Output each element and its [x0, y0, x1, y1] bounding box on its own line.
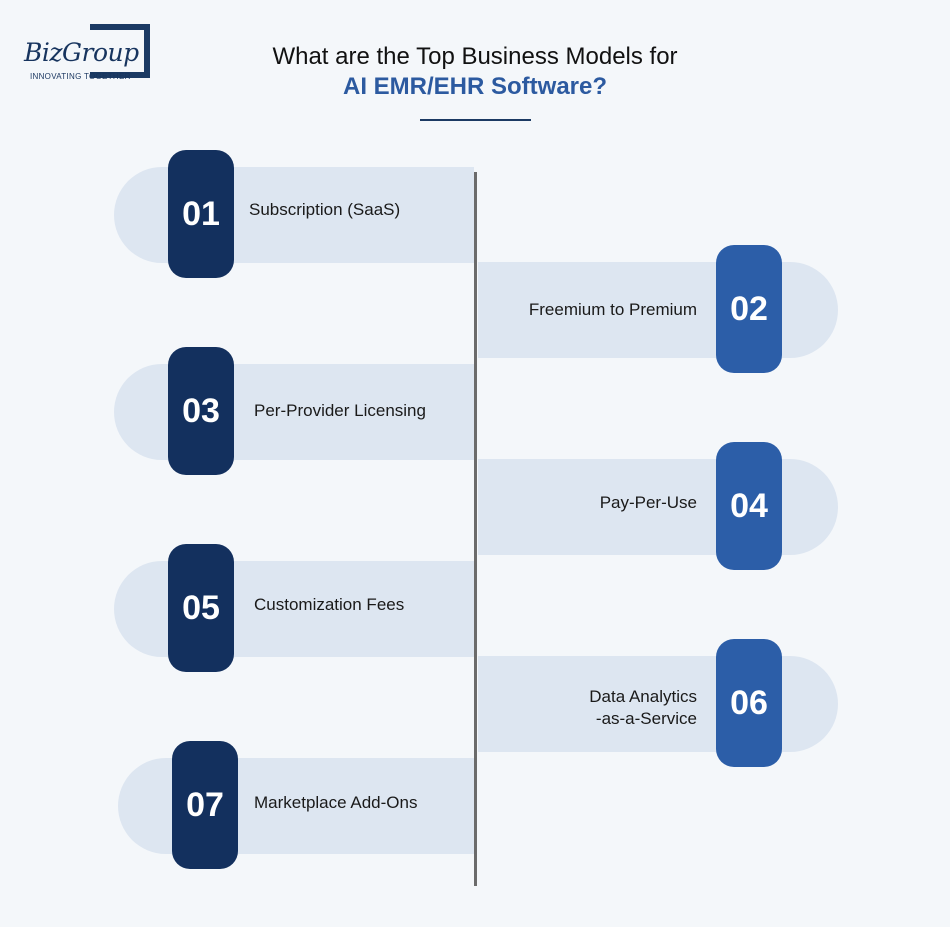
logo-name: BizGroup [24, 38, 141, 67]
model-label-01: Subscription (SaaS) [249, 200, 401, 219]
logo-frame [90, 24, 150, 78]
model-label-07: Marketplace Add-Ons [254, 793, 418, 812]
model-number-badge-07: 07 [172, 741, 238, 869]
model-number-badge-06: 06 [716, 639, 782, 767]
model-label-06-line1: Data Analytics [589, 687, 697, 706]
page-title-highlight: AI EMR/EHR Software? [342, 73, 608, 100]
bizgroup-logo[interactable]: BizGroup INNOVATING TOGETHER [22, 24, 162, 86]
model-number-badge-01: 01 [168, 150, 234, 278]
model-label-06-line2: -as-a-Service [595, 709, 697, 728]
model-label-04: Pay-Per-Use [599, 493, 697, 512]
model-label-03: Per-Provider Licensing [254, 401, 426, 420]
model-number-badge-04: 04 [716, 442, 782, 570]
model-number-badge-03: 03 [168, 347, 234, 475]
model-number-badge-02: 02 [716, 245, 782, 373]
model-label-05: Customization Fees [254, 595, 405, 614]
model-label-02: Freemium to Premium [528, 300, 697, 319]
timeline-axis [474, 172, 477, 886]
model-number-badge-05: 05 [168, 544, 234, 672]
title-underline [420, 119, 531, 121]
logo-tagline: INNOVATING TOGETHER [30, 72, 131, 81]
page-title: What are the Top Business Models for [272, 43, 678, 70]
